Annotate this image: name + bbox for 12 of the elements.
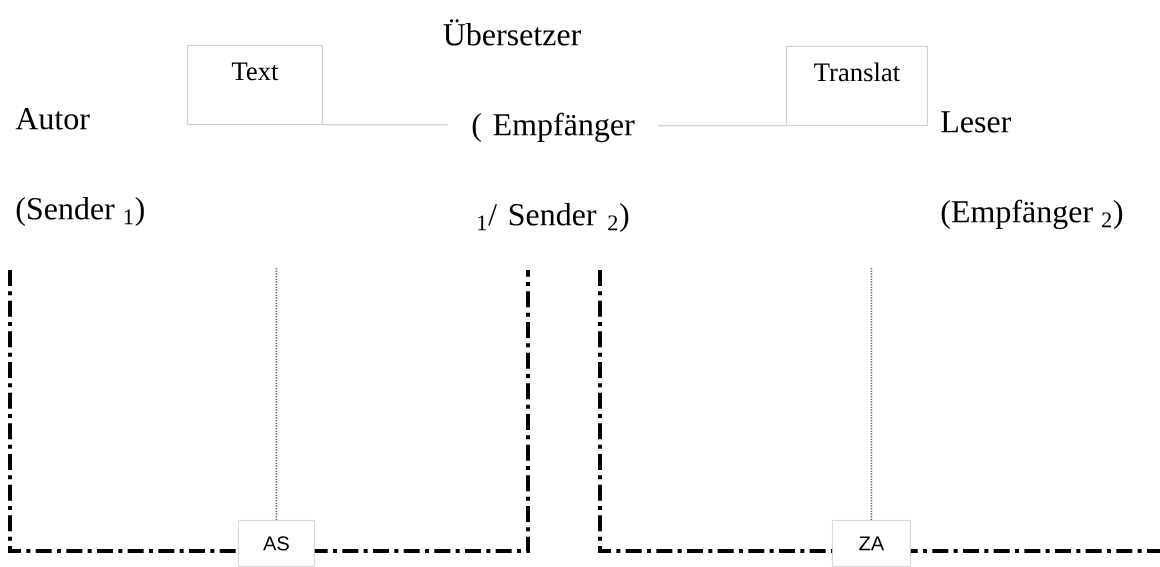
text-label: Leser (Empfänger $_{2}$)	[941, 111, 1123, 230]
connector-line	[322, 124, 449, 126]
dotted-line	[275, 267, 278, 521]
label-box: AS	[238, 520, 315, 567]
dotted-line	[870, 267, 873, 521]
label-box: ZA	[832, 520, 911, 567]
text-box: Text	[187, 45, 323, 125]
node-label: AS	[263, 536, 289, 551]
text-box: Translat	[786, 46, 928, 126]
connector-line	[657, 125, 787, 127]
text-label: Autor (Sender $_{1}$)	[15, 108, 144, 227]
text-label: Übersetzer ( Empfänger $_{1}$/ Sender $_{2}$)	[443, 19, 635, 233]
